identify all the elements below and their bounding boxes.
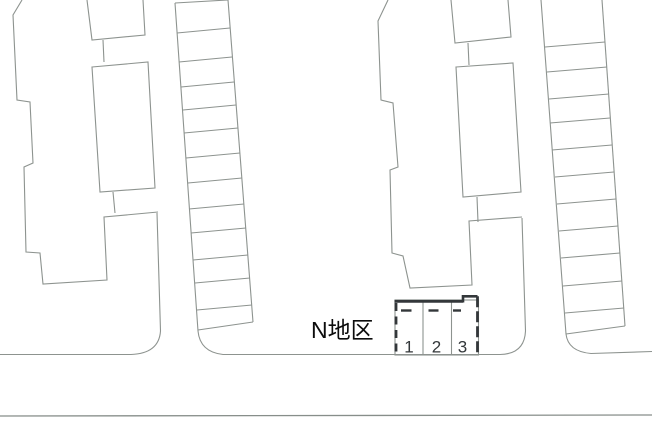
n-district-box-walls [394, 295, 479, 355]
left-parking-stall-lines [174, 0, 254, 331]
left-building-connector-lower [112, 191, 116, 214]
right-parking-strip [544, 0, 626, 335]
right-building-connector-upper [467, 42, 470, 66]
stall-number-3: 3 [458, 338, 467, 357]
left-building-zigzag-outline [12, 0, 159, 285]
right-building-upper-block [450, 0, 512, 44]
left-parking-east-edge [227, 0, 254, 323]
thin-linework [0, 0, 652, 417]
parking-stall-1: 1 [401, 309, 414, 357]
n-district-label: N地区 [311, 317, 374, 343]
road-edge-east-with-strip-edge [540, 0, 652, 355]
road-edge-center-with-strip-and-boundary [174, 2, 527, 356]
right-parking-stall-lines [544, 41, 626, 335]
box-wall-top-right-jog [461, 295, 478, 303]
right-building-main-block [455, 62, 522, 198]
left-building-main-block [91, 61, 156, 193]
left-plot-buildings [12, 0, 159, 285]
road-lower-edge [0, 414, 652, 417]
roads [0, 0, 652, 417]
right-plot-buildings [377, 0, 523, 289]
left-building-upper-block [86, 0, 146, 41]
right-parking-east-edge [601, 0, 626, 327]
left-parking-strip [174, 0, 254, 331]
stall-number-2: 2 [432, 338, 441, 357]
parking-stall-2: 2 [428, 309, 441, 357]
n-district-stalls: 1 2 3 [401, 309, 467, 357]
right-building-connector-lower [476, 196, 479, 223]
right-building-zigzag-outline [377, 0, 523, 289]
stall-number-1: 1 [404, 338, 413, 357]
parking-stall-3: 3 [453, 309, 467, 357]
road-edge-west-with-plot-boundary [0, 212, 162, 356]
left-building-connector-upper [102, 39, 105, 63]
